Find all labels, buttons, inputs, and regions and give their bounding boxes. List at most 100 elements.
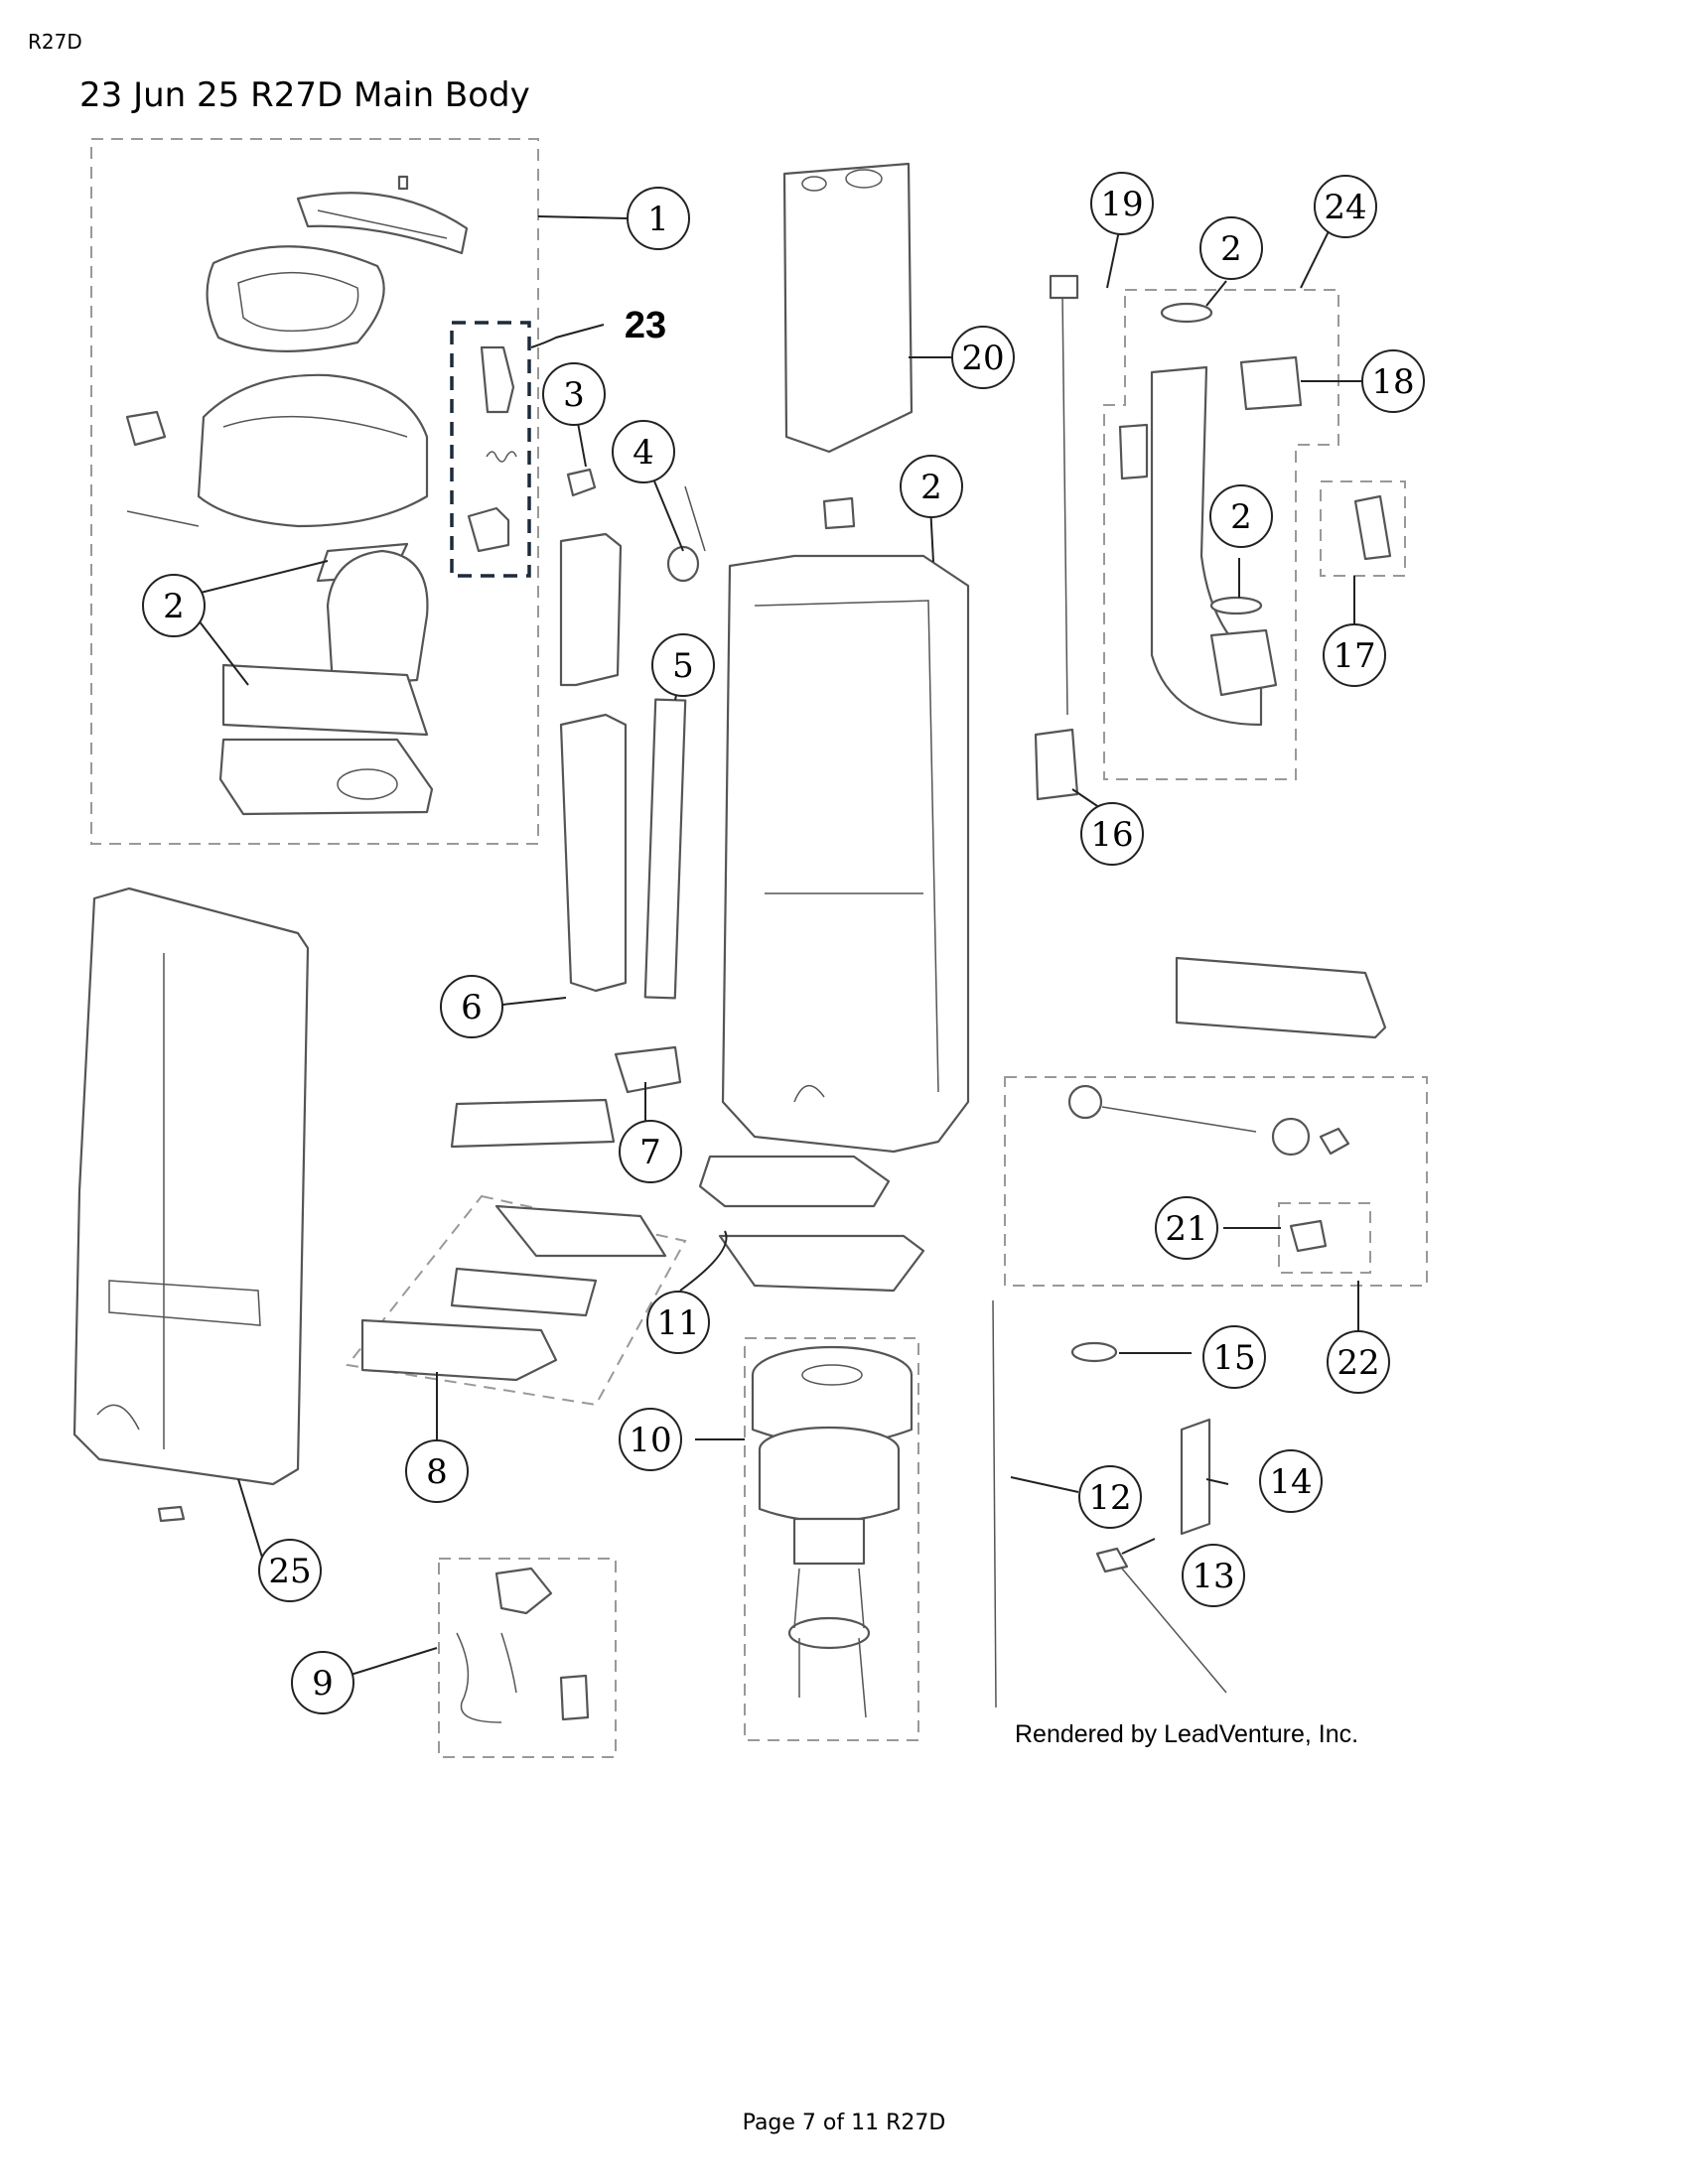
wire-13-part (1121, 1568, 1227, 1694)
page-title: 23 Jun 25 R27D Main Body (79, 75, 530, 115)
cover-ring-part (206, 245, 385, 352)
svg-text:5: 5 (672, 646, 694, 686)
svg-text:14: 14 (1269, 1462, 1312, 1502)
callout-2d: 2 (1209, 484, 1273, 548)
cord-hook-part (494, 1567, 553, 1615)
svg-text:4: 4 (633, 433, 654, 473)
svg-text:2: 2 (1220, 229, 1242, 269)
svg-text:15: 15 (1212, 1338, 1255, 1378)
gasket-large-part (221, 663, 429, 737)
axle-part (1101, 1106, 1257, 1133)
svg-text:11: 11 (656, 1303, 699, 1343)
valve-part (666, 485, 706, 583)
cover-clip-part (157, 1505, 186, 1523)
callout-3: 3 (542, 362, 606, 426)
cord-coil-part (456, 1632, 517, 1723)
callout-19: 19 (1090, 172, 1154, 235)
page-footer: Page 7 of 11 R27D (742, 2111, 946, 2135)
callout-2b: 2 (900, 455, 963, 518)
handle-top-part (296, 192, 469, 255)
wheel-right-part (1271, 1117, 1311, 1157)
rear-bumper-part (1175, 956, 1387, 1039)
filter-pod-part (614, 1045, 682, 1094)
group-box-24 (1103, 289, 1339, 780)
group-box-23 (450, 321, 531, 578)
callout-16: 16 (1080, 802, 1144, 866)
top-cover-part (197, 373, 429, 528)
clip-part (480, 345, 515, 414)
svg-text:10: 10 (629, 1421, 671, 1460)
callout-24: 24 (1314, 175, 1377, 238)
wheel-lever-part (1289, 1219, 1328, 1253)
document-code: R27D (28, 30, 82, 54)
callout-18: 18 (1361, 349, 1425, 413)
callout-7: 7 (619, 1120, 682, 1183)
callout-1: 1 (627, 187, 690, 250)
svg-text:1: 1 (647, 200, 669, 239)
bracket-part (467, 506, 510, 553)
motor-cover-part (751, 1345, 914, 1446)
svg-text:24: 24 (1324, 188, 1366, 227)
grid-filter-part (450, 1098, 616, 1149)
svg-text:6: 6 (461, 988, 483, 1027)
switch-part (566, 468, 597, 497)
outlet-duct-part (326, 549, 429, 687)
pedal-16-part (1034, 728, 1079, 801)
connector-19-part (1049, 274, 1079, 300)
group-box-8 (346, 1194, 687, 1407)
callout-4: 4 (612, 420, 675, 483)
o-ring-top-part (1160, 302, 1213, 324)
latch-part (125, 410, 167, 447)
front-cover-part (72, 887, 310, 1486)
callout-25: 25 (258, 1539, 322, 1602)
svg-text:23: 23 (625, 305, 666, 346)
callout-10: 10 (619, 1408, 682, 1471)
group-box-21 (1278, 1202, 1371, 1274)
motor-part (758, 1426, 901, 1718)
main-body-part (721, 554, 970, 1154)
svg-text:21: 21 (1165, 1209, 1207, 1249)
screen-frame-part (718, 1234, 925, 1293)
callout-17: 17 (1323, 623, 1386, 687)
grille-part (1239, 355, 1303, 411)
rod-part (126, 510, 200, 527)
callout-11: 11 (646, 1291, 710, 1354)
group-box-22 (1004, 1076, 1428, 1287)
callout-2c: 2 (1199, 216, 1263, 280)
svg-text:2: 2 (1230, 497, 1252, 537)
svg-text:8: 8 (426, 1452, 448, 1492)
cord-12-part (992, 1299, 997, 1708)
bracket-14-part (1180, 1418, 1211, 1536)
group-box-10 (744, 1337, 919, 1741)
callout-21: 21 (1155, 1196, 1218, 1260)
svg-text:17: 17 (1333, 636, 1375, 676)
filter-tray-part (698, 1155, 891, 1208)
elbow-part (1209, 628, 1278, 697)
channel-part (559, 713, 628, 993)
svg-text:25: 25 (268, 1552, 311, 1591)
callout-2a: 2 (142, 574, 206, 637)
group-box-9 (438, 1558, 617, 1758)
tray-mid-part (450, 1267, 598, 1317)
svg-text:18: 18 (1371, 362, 1414, 402)
callout-9: 9 (291, 1651, 354, 1714)
svg-text:9: 9 (312, 1664, 334, 1704)
filter-drawer-part (360, 1318, 558, 1382)
cord-cap-part (559, 1674, 590, 1721)
harness-19-part (1061, 292, 1068, 716)
callout-23: 23 (625, 305, 666, 346)
callout-14: 14 (1259, 1449, 1323, 1513)
group-box-1 (90, 138, 539, 845)
callout-15: 15 (1202, 1325, 1266, 1389)
callout-12: 12 (1078, 1465, 1142, 1529)
callout-13: 13 (1182, 1544, 1245, 1607)
svg-text:22: 22 (1336, 1343, 1379, 1383)
switch-13-part (1095, 1547, 1129, 1573)
duct-bracket-part (1118, 423, 1149, 480)
callout-6: 6 (440, 975, 503, 1038)
screw-part (397, 175, 409, 191)
latch-17-part (1353, 494, 1392, 561)
svg-text:12: 12 (1088, 1478, 1131, 1518)
o-ring-lower-part (1209, 596, 1263, 615)
wheel-hub-part (1319, 1127, 1350, 1156)
